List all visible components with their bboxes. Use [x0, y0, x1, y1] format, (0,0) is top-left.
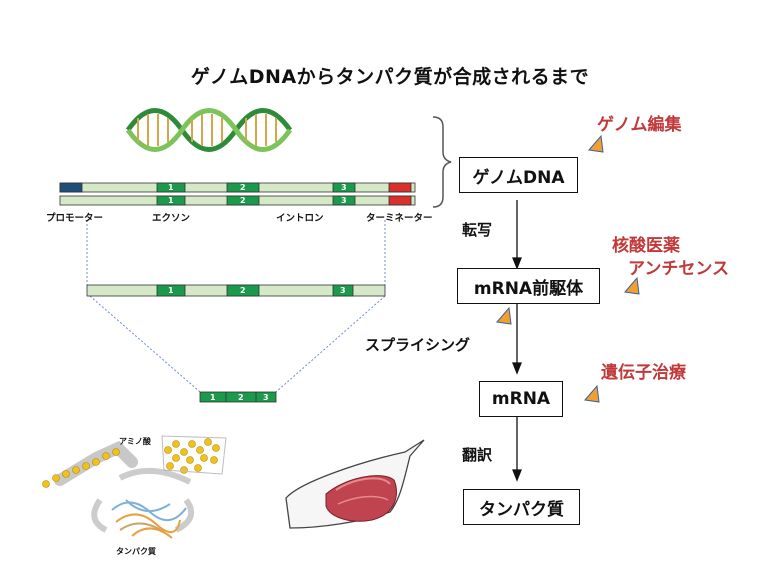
genome-editing-label: ゲノム編集: [597, 115, 682, 135]
pre-mrna-exon-1: 1: [168, 286, 174, 295]
nucleic-acid-drug-label: 核酸医薬: [612, 236, 680, 256]
mrna-box: mRNA: [479, 381, 563, 417]
mrna-precursor-box: mRNA前駆体: [457, 268, 600, 304]
pre-mrna-exon-2: 2: [240, 286, 246, 295]
meat-tray-illustration: [285, 439, 425, 529]
pre-mrna-bar: [86, 284, 386, 297]
genome-dna-box: ゲノムDNA: [459, 157, 578, 193]
flow-arrows: [512, 200, 522, 482]
gene-therapy-label: 遺伝子治療: [601, 363, 686, 383]
mrna-exon-3: 3: [263, 393, 269, 402]
marker-icons: [496, 134, 640, 403]
page-title: ゲノムDNAからタンパク質が合成されるまで: [190, 66, 590, 88]
intron-label: イントロン: [276, 213, 324, 224]
protein-box: タンパク質: [463, 489, 580, 525]
transcription-label: 転写: [462, 221, 493, 239]
amino-acid-label: アミノ酸: [119, 437, 151, 446]
promoter-label: プロモーター: [46, 213, 104, 224]
terminator-label: ターミネーター: [366, 213, 433, 224]
mrna-exon-2: 2: [238, 393, 244, 402]
mrna-exon-1: 1: [210, 393, 216, 402]
translation-label: 翻訳: [462, 446, 493, 464]
mature-mrna-bar: [199, 391, 277, 403]
genome-dna-strands: [59, 182, 416, 206]
exon-label: エクソン: [152, 213, 191, 224]
pre-mrna-exon-3: 3: [340, 286, 346, 295]
exon-number-2-top: 2: [240, 183, 246, 192]
dna-helix-icon: [125, 108, 293, 152]
exon-number-1-top: 1: [168, 183, 174, 192]
bracket: [432, 116, 452, 208]
guide-lines: [86, 220, 386, 393]
exon-number-1-bottom: 1: [168, 196, 174, 205]
splicing-label: スプライシング: [365, 336, 471, 354]
protein-folding-illustration: [42, 435, 227, 539]
protein-illustration-label: タンパク質: [116, 547, 156, 556]
exon-number-3-bottom: 3: [341, 196, 347, 205]
antisense-label: アンチセンス: [628, 259, 729, 279]
exon-number-3-top: 3: [341, 183, 347, 192]
exon-number-2-bottom: 2: [240, 196, 246, 205]
